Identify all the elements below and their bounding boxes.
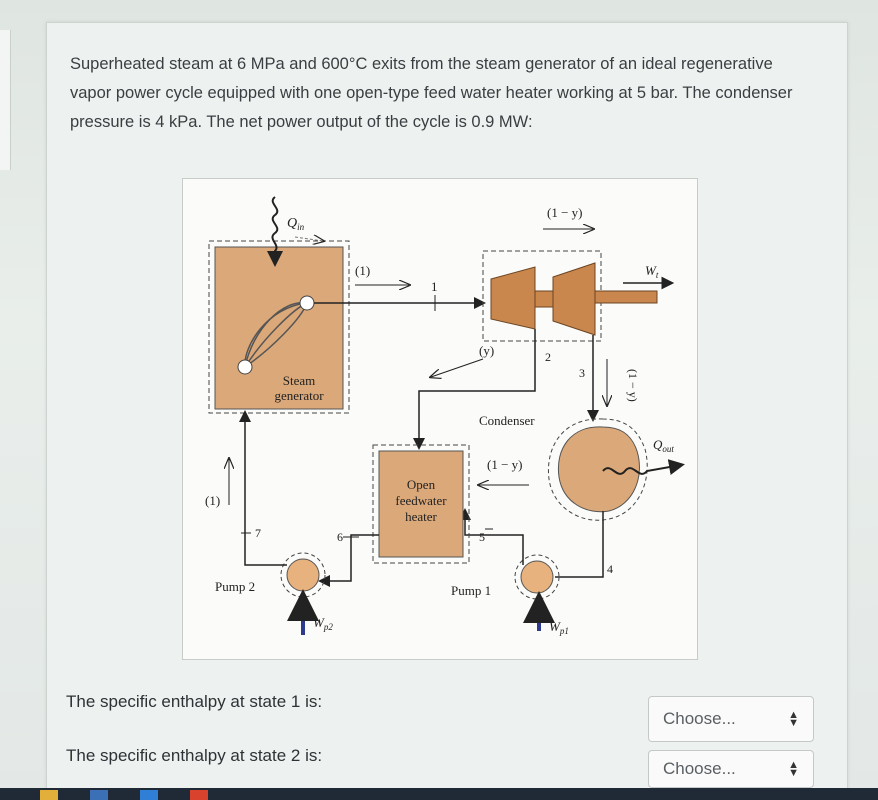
side-panel-edge bbox=[0, 30, 11, 170]
turbine-work-label: Wt bbox=[645, 263, 659, 280]
turbine-output-shaft bbox=[594, 290, 658, 304]
steam-generator-label-1: Steam bbox=[283, 373, 316, 388]
answer-1-selected-value: Choose... bbox=[663, 709, 736, 728]
select-arrows-icon: ▲▼ bbox=[788, 709, 799, 729]
edge-icon[interactable] bbox=[140, 790, 158, 800]
heat-input-label: Qin bbox=[287, 216, 305, 232]
answer-2-prompt: The specific enthalpy at state 2 is: bbox=[66, 746, 323, 765]
steam-generator-boundary bbox=[208, 240, 350, 414]
state-7-label: 7 bbox=[255, 526, 261, 540]
pump-1-work-label: Wp1 bbox=[549, 619, 569, 636]
cycle-diagram: Steam generator Qin (1) 1 Wt (1 − y) 2 (… bbox=[182, 178, 698, 660]
answer-2-selected-value: Choose... bbox=[663, 759, 736, 778]
flow-label-one-minus-y-top: (1 − y) bbox=[547, 205, 583, 220]
condenser-label: Condenser bbox=[479, 413, 535, 428]
line-state-7 bbox=[239, 410, 287, 566]
answer-1-select[interactable]: Choose... ▲▼ bbox=[648, 696, 814, 742]
flow-label-one-left: (1) bbox=[205, 493, 220, 508]
flow-arrow-y bbox=[431, 358, 484, 377]
answer-2-select[interactable]: Choose... ▲▼ bbox=[648, 750, 814, 788]
state-2-label: 2 bbox=[545, 350, 551, 364]
line-state-6 bbox=[318, 534, 379, 587]
pump-2 bbox=[286, 558, 320, 592]
cycle-diagram-svg: Steam generator Qin (1) 1 Wt (1 − y) 2 (… bbox=[205, 196, 685, 636]
flow-label-one-minus-y-right: (1 − y) bbox=[626, 369, 640, 402]
answer-1-prompt: The specific enthalpy at state 1 is: bbox=[66, 692, 323, 711]
heater-label-3: heater bbox=[405, 509, 437, 524]
open-feedwater-heater bbox=[378, 450, 464, 558]
heater-boundary bbox=[372, 444, 470, 564]
heat-output-label: Qout bbox=[653, 437, 674, 454]
pump-2-label: Pump 2 bbox=[215, 579, 255, 594]
heat-input-dashed-arrow bbox=[294, 237, 323, 241]
heat-output-wavy-arrow bbox=[602, 459, 685, 475]
steam-generator-inlet-node bbox=[237, 359, 253, 375]
line-state-4 bbox=[555, 511, 604, 578]
state-1-label: 1 bbox=[431, 279, 438, 294]
heat-input-wavy-arrow bbox=[267, 196, 283, 267]
heater-label-1: Open bbox=[407, 477, 436, 492]
flow-label-one-top: (1) bbox=[355, 263, 370, 278]
select-arrows-icon: ▲▼ bbox=[788, 759, 799, 779]
file-explorer-icon[interactable] bbox=[40, 790, 58, 800]
condenser bbox=[557, 426, 640, 513]
heater-label-2: feedwater bbox=[395, 493, 447, 508]
question-text: Superheated steam at 6 MPa and 600°C exi… bbox=[70, 55, 793, 131]
state-5-label: 5 bbox=[479, 530, 485, 544]
pump-1-boundary bbox=[514, 554, 560, 600]
os-taskbar bbox=[0, 788, 878, 800]
browser-icon[interactable] bbox=[190, 790, 208, 800]
store-icon[interactable] bbox=[90, 790, 108, 800]
state-3-label: 3 bbox=[579, 366, 585, 380]
steam-generator-label-2: generator bbox=[274, 388, 324, 403]
steam-generator bbox=[214, 246, 344, 410]
steam-generator-outlet-node bbox=[299, 295, 315, 311]
state-4-label: 4 bbox=[607, 562, 613, 576]
flow-label-y: (y) bbox=[479, 343, 494, 358]
turbine-shaft-connector bbox=[534, 290, 554, 308]
turbine-stage-1 bbox=[490, 266, 536, 330]
state-6-label: 6 bbox=[337, 530, 343, 544]
pump-1-label: Pump 1 bbox=[451, 583, 491, 598]
pump-1 bbox=[520, 560, 554, 594]
condenser-boundary bbox=[547, 418, 648, 521]
line-state-5 bbox=[459, 508, 524, 565]
pump-2-boundary bbox=[280, 552, 326, 598]
line-extraction-state-2 bbox=[413, 329, 536, 450]
pump-2-work-label: Wp2 bbox=[313, 615, 333, 632]
flow-label-one-minus-y-heater: (1 − y) bbox=[487, 457, 523, 472]
turbine-stage-2 bbox=[552, 262, 596, 336]
